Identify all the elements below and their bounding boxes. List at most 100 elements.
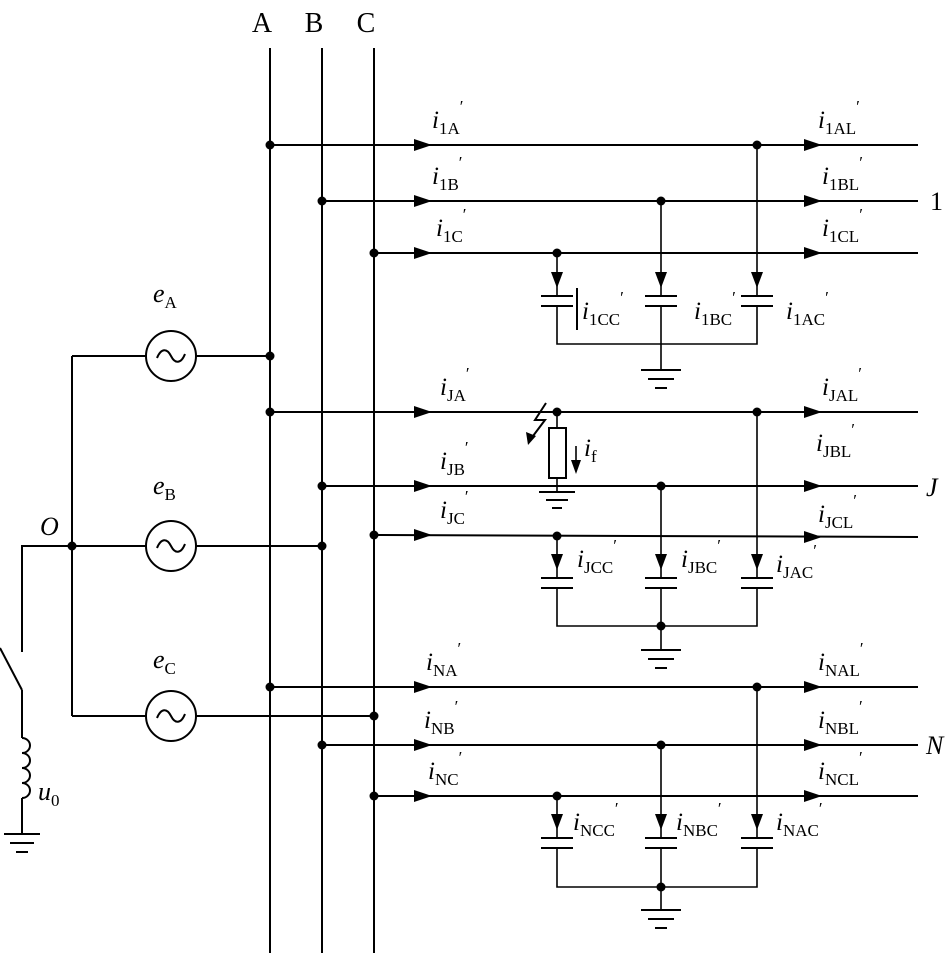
- current-arrow: [804, 790, 822, 802]
- busbar-group: A B C: [252, 8, 375, 953]
- current-label-in-a: iJA′: [440, 364, 470, 405]
- capacitor-common: [556, 588, 758, 627]
- current-label-in-c: iJC′: [440, 487, 469, 528]
- current-label-cap-b: iNBC′: [676, 799, 722, 840]
- junction-dot: [369, 711, 379, 721]
- current-label-out-b: iJBL′: [816, 420, 855, 461]
- feeder-1: 1 i1A′ i1B′ i1C′ i1AL′ i1BL′: [265, 97, 943, 389]
- source-c-label: eC: [153, 645, 176, 678]
- busbar-b-label: B: [305, 8, 324, 39]
- current-arrow: [804, 195, 822, 207]
- current-arrow: [414, 195, 432, 207]
- feeder-j-label: J: [926, 473, 939, 502]
- current-label-out-c: i1CL′: [822, 205, 863, 246]
- current-label-out-b: iNBL′: [818, 697, 863, 738]
- current-arrow: [804, 739, 822, 751]
- capacitor-common: [556, 848, 758, 888]
- capacitor-nac: [741, 837, 773, 849]
- current-label-in-a: iNA′: [426, 639, 461, 680]
- current-arrow: [751, 272, 763, 288]
- current-arrow: [804, 531, 822, 543]
- junction-dot: [265, 407, 275, 417]
- current-label-in-b: iNB′: [424, 697, 458, 738]
- neutral-lead: [21, 545, 72, 652]
- junction-dot: [265, 140, 275, 150]
- current-arrow: [804, 406, 822, 418]
- current-label-in-c: i1C′: [436, 205, 467, 246]
- switch-icon: [0, 647, 23, 691]
- current-label-out-b: i1BL′: [822, 153, 863, 194]
- fault-resistor: [548, 427, 567, 479]
- junction-dot: [369, 248, 379, 258]
- ground-icon: [4, 833, 40, 853]
- current-label-out-a: iJAL′: [822, 364, 862, 405]
- current-arrow: [414, 739, 432, 751]
- sources-group: O eA eB eC: [40, 279, 379, 742]
- current-arrow: [655, 814, 667, 830]
- ground-icon: [641, 909, 681, 929]
- current-label-cap-a: i1AC′: [786, 288, 829, 329]
- current-label-in-b: iJB′: [440, 438, 469, 479]
- junction-dot: [265, 682, 275, 692]
- junction-dot: [656, 882, 666, 892]
- current-label-cap-a: iJAC′: [776, 541, 817, 582]
- current-arrow: [551, 272, 563, 288]
- busbar-a-label: A: [252, 8, 273, 39]
- sine-wave-icon: [156, 709, 186, 723]
- inductor-coil-icon: [21, 737, 31, 799]
- sine-wave-icon: [156, 349, 186, 363]
- lightning-bolt-icon: [526, 402, 547, 445]
- current-label-out-c: iJCL′: [818, 491, 857, 532]
- current-arrow: [551, 554, 563, 570]
- current-arrow: [414, 406, 432, 418]
- current-arrow: [414, 790, 432, 802]
- junction-dot: [265, 351, 275, 361]
- junction-dot: [317, 740, 327, 750]
- feeder-j-line-c: [373, 534, 919, 538]
- capacitor-1bc: [645, 295, 677, 307]
- capacitor-common: [556, 306, 758, 345]
- fault-current-label: if: [584, 435, 597, 466]
- junction-dot: [656, 621, 666, 631]
- current-label-cap-b: iJBC′: [681, 536, 721, 577]
- current-arrow: [751, 554, 763, 570]
- current-arrow: [655, 272, 667, 288]
- feeder-1-label: 1: [930, 187, 943, 216]
- current-arrow: [804, 480, 822, 492]
- junction-dot: [369, 530, 379, 540]
- ground-icon: [641, 369, 681, 389]
- current-label-cap-b: i1BC′: [694, 288, 736, 329]
- current-label-cap-c: i1CC′: [582, 288, 624, 329]
- capacitor-nbc: [645, 837, 677, 849]
- current-label-cap-c: iJCC′: [577, 536, 617, 577]
- coil-voltage-label: u0: [38, 777, 60, 810]
- current-label-out-a: i1AL′: [818, 97, 860, 138]
- junction-dot: [317, 481, 327, 491]
- source-a-label: eA: [153, 279, 178, 312]
- current-arrow: [655, 554, 667, 570]
- sine-wave-icon: [156, 539, 186, 553]
- source-b-label: eB: [153, 471, 176, 504]
- capacitor-jcc: [541, 577, 573, 589]
- current-arrow: [414, 480, 432, 492]
- current-label-out-a: iNAL′: [818, 639, 864, 680]
- ground-icon: [539, 491, 575, 509]
- feeder-j: J if: [265, 364, 939, 669]
- fault-branch: if: [526, 402, 597, 509]
- current-arrow: [414, 681, 432, 693]
- current-label-out-c: iNCL′: [818, 748, 863, 789]
- current-label-in-b: i1B′: [432, 153, 463, 194]
- capacitor-jac: [741, 577, 773, 589]
- current-arrow: [751, 814, 763, 830]
- capacitor-ncc: [541, 837, 573, 849]
- current-arrow: [804, 681, 822, 693]
- current-arrow: [804, 247, 822, 259]
- neutral-label: O: [40, 512, 59, 541]
- fault-current-arrow: [571, 460, 581, 474]
- current-label-in-c: iNC′: [428, 748, 462, 789]
- current-label-cap-c: iNCC′: [573, 799, 619, 840]
- neutral-grounding: u0: [0, 545, 72, 853]
- junction-dot: [317, 541, 327, 551]
- current-arrow: [414, 247, 432, 259]
